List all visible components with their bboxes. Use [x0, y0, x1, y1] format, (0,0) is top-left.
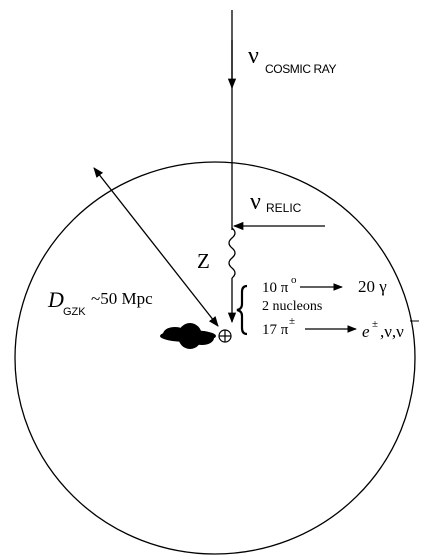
galaxy-blob-icon: [160, 323, 216, 349]
relic-neutrino-subscript: RELIC: [266, 201, 302, 215]
nucleons-label: 2 nucleons: [262, 299, 322, 314]
z-boson-wavy-line: [228, 227, 236, 279]
d-gzk-symbol: D: [47, 287, 64, 312]
gamma-label: 20 γ: [358, 277, 387, 296]
cosmic-neutrino-symbol: ν: [248, 43, 259, 69]
pipm-label: 17 π: [262, 322, 289, 338]
lepton-label: e: [362, 322, 370, 341]
d-gzk-value: ~50 Mpc: [91, 289, 153, 308]
cosmic-neutrino-subscript: COSMIC RAY: [265, 62, 337, 76]
gzk-radius-arrow: [93, 167, 219, 327]
gzk-sphere: [14, 161, 416, 555]
earth-marker-icon: [218, 329, 232, 343]
decay-brace: [236, 284, 248, 336]
neutrino-products-label: ,ν,ν: [380, 322, 404, 341]
relic-neutrino-symbol: ν: [250, 189, 261, 215]
d-gzk-subscript: GZK: [63, 306, 86, 318]
z-label: Z: [197, 249, 210, 273]
pi0-label: 10 π: [262, 280, 289, 296]
lepton-superscript: ±: [372, 318, 378, 330]
pipm-superscript: ±: [289, 315, 295, 327]
pi0-superscript: o: [291, 274, 297, 286]
